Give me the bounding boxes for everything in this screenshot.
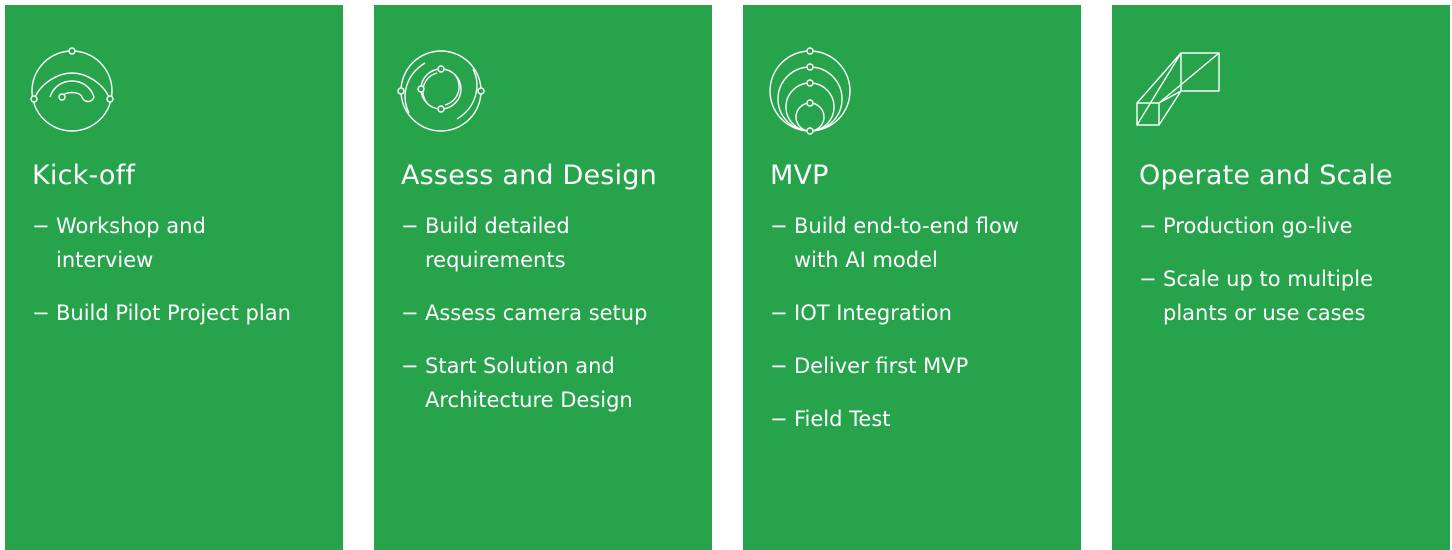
phase-bullets: −Build end-to-end flow with AI model −IO… bbox=[770, 209, 1081, 436]
cycle-arrows-icon bbox=[391, 41, 491, 141]
list-item: −Production go-live bbox=[1139, 214, 1353, 238]
phase-card-assess-design: Assess and Design −Build detailed requir… bbox=[374, 5, 712, 550]
list-item: −Build end-to-end flow with AI model bbox=[770, 214, 1020, 272]
list-item: −Start Solution and Architecture Design bbox=[401, 354, 633, 412]
list-item: −Field Test bbox=[770, 407, 891, 431]
phase-title: Operate and Scale bbox=[1139, 160, 1393, 191]
phase-card-mvp: MVP −Build end-to-end flow with AI model… bbox=[743, 5, 1081, 550]
list-item: −Build detailed requirements bbox=[401, 214, 570, 272]
phase-bullets: −Build detailed requirements −Assess cam… bbox=[401, 209, 712, 417]
list-item: −Scale up to multiple plants or use case… bbox=[1139, 267, 1373, 325]
list-item: −Assess camera setup bbox=[401, 301, 648, 325]
list-item: −IOT Integration bbox=[770, 301, 952, 325]
nested-circles-icon bbox=[760, 41, 860, 141]
phase-title: MVP bbox=[770, 160, 829, 191]
list-item: −Build Pilot Project plan bbox=[32, 301, 291, 325]
list-item: −Deliver first MVP bbox=[770, 354, 969, 378]
scale-boxes-icon bbox=[1129, 41, 1229, 141]
arc-orbit-icon bbox=[22, 41, 122, 141]
phase-title: Assess and Design bbox=[401, 160, 657, 191]
list-item: −Workshop and interview bbox=[32, 214, 206, 272]
phase-title: Kick-off bbox=[32, 160, 136, 191]
phase-bullets: −Workshop and interview −Build Pilot Pro… bbox=[32, 209, 343, 330]
phase-bullets: −Production go-live −Scale up to multipl… bbox=[1139, 209, 1450, 330]
phase-card-kickoff: Kick-off −Workshop and interview −Build … bbox=[5, 5, 343, 550]
phase-card-operate-scale: Operate and Scale −Production go-live −S… bbox=[1112, 5, 1450, 550]
